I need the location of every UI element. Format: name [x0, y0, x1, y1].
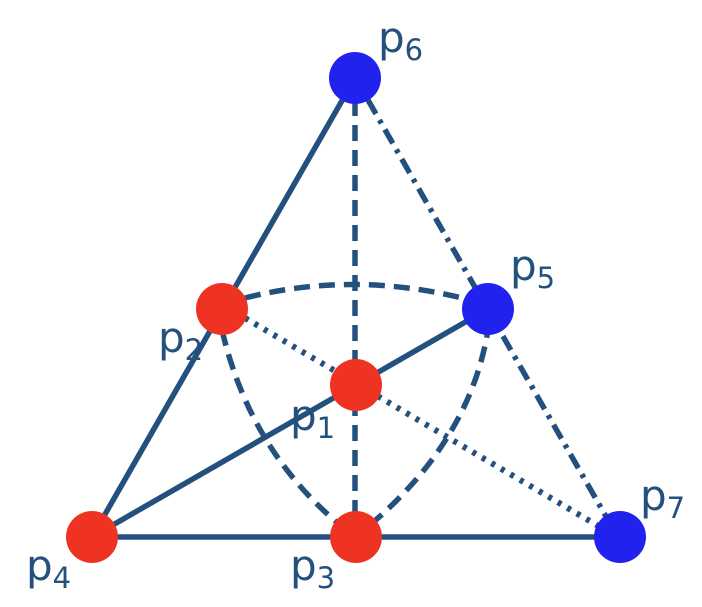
labels-layer: p1 p2 p3 p4 p5 p6 p7 — [26, 13, 685, 595]
edge-p2-p7 — [243, 315, 602, 530]
point-p5 — [462, 283, 514, 335]
label-p1: p1 — [290, 391, 335, 445]
points-layer — [66, 52, 646, 563]
label-p6: p6 — [378, 13, 423, 67]
point-p4 — [66, 511, 118, 563]
point-p7 — [594, 511, 646, 563]
point-p6 — [329, 52, 381, 104]
point-p1 — [330, 359, 382, 411]
edge-p3-p5-curve — [368, 329, 491, 528]
label-p7: p7 — [640, 471, 685, 525]
edge-p4-p5 — [89, 306, 491, 540]
label-p2: p2 — [158, 313, 203, 367]
edges-layer — [89, 75, 623, 540]
point-p2 — [196, 283, 248, 335]
point-p3 — [330, 511, 382, 563]
edge-p2-p5-curve — [244, 281, 471, 303]
label-p3: p3 — [290, 541, 335, 595]
label-p4: p4 — [26, 541, 71, 595]
edge-p2-p3-curve — [219, 329, 342, 528]
label-p5: p5 — [510, 241, 555, 295]
